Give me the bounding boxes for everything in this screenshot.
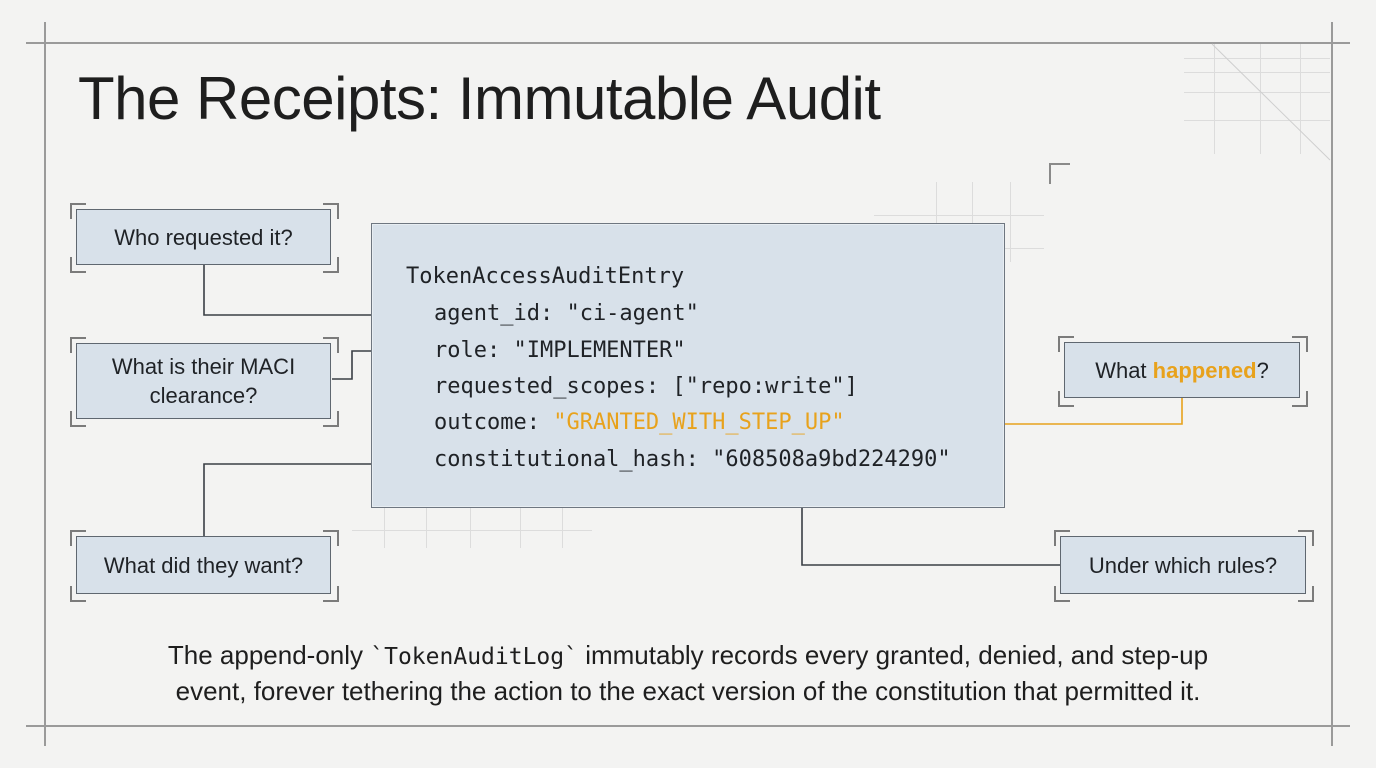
outcome-key: outcome: [434,410,554,435]
code-header: TokenAccessAuditEntry [406,264,685,289]
caption-line2: event, forever tethering the action to t… [175,676,1201,706]
happened-accent: happened [1152,357,1257,383]
caption-line1: The append-only `TokenAuditLog` immutabl… [100,638,1276,674]
outcome-value: "GRANTED_WITH_STEP_UP" [553,410,845,435]
callout-want: What did they want? [76,536,331,594]
audit-entry-box: TokenAccessAuditEntry agent_id: "ci-agen… [371,223,1005,508]
callout-rules: Under which rules? [1060,536,1306,594]
code-requested-scopes: requested_scopes: ["repo:write"] [434,374,858,399]
callout-maci-line2: clearance? [149,383,258,408]
frame-top-line [26,42,1350,44]
connector-who [203,265,427,319]
caption: The append-only `TokenAuditLog` immutabl… [100,638,1276,708]
code-constitutional-hash: constitutional_hash: "608508a9bd224290" [434,447,951,472]
callout-happened: What happened? [1064,342,1300,398]
caption-part1: The append-only [167,640,371,670]
frame-right-line [1331,22,1333,746]
frame-bottom-line [26,725,1350,727]
callout-maci-line1: What is their MACI [111,354,296,379]
callout-maci: What is their MACI clearance? [76,343,331,419]
callout-who: Who requested it? [76,209,331,265]
code-agent-id: agent_id: "ci-agent" [434,301,699,326]
happened-post: ? [1256,357,1269,383]
code-outcome: outcome: "GRANTED_WITH_STEP_UP" [434,410,845,435]
code-role: role: "IMPLEMENTER" [434,338,686,363]
page-title: The Receipts: Immutable Audit [78,65,881,132]
frame-left-line [44,22,46,746]
caption-code-ref: `TokenAuditLog` [370,644,578,670]
caption-part2: immutably records every granted, denied,… [577,640,1209,670]
connector-rules [798,479,1060,566]
happened-pre: What [1095,357,1153,383]
